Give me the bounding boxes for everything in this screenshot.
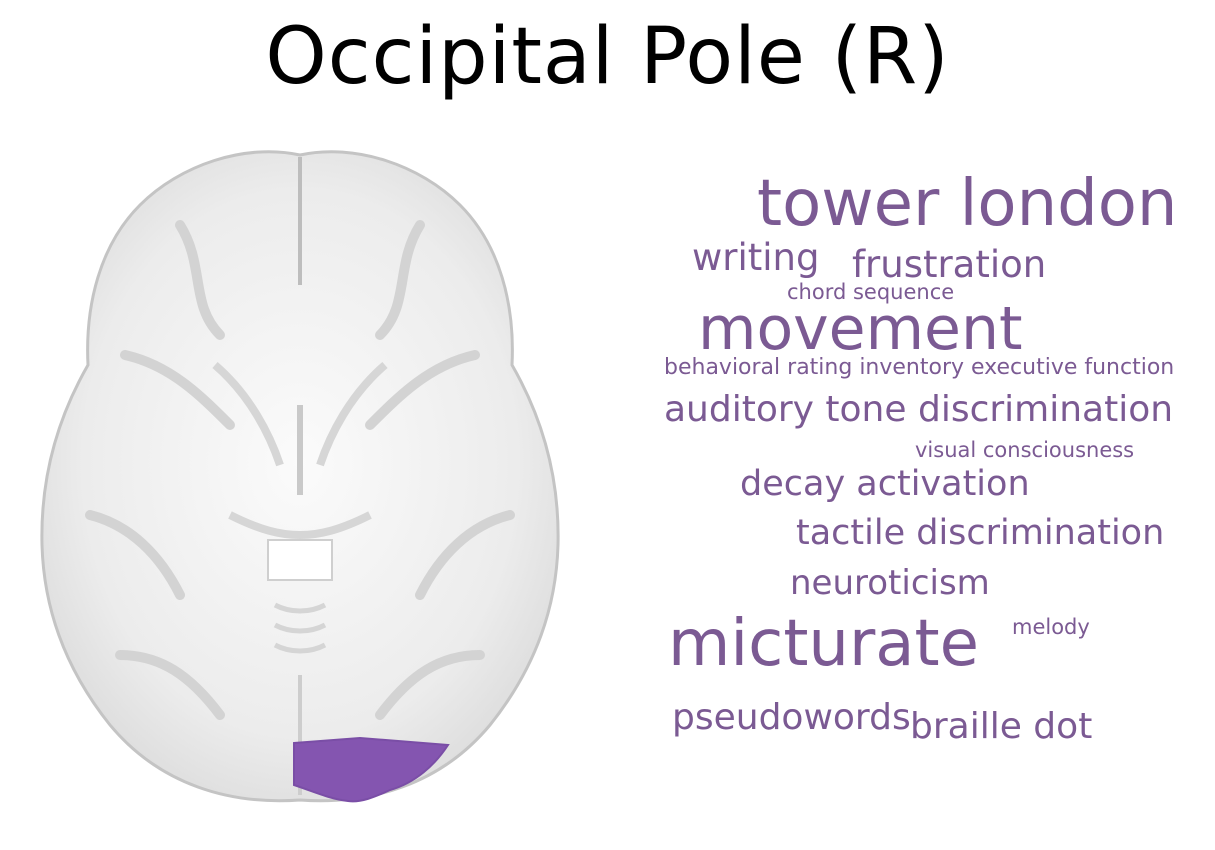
word-cloud-term: visual consciousness (915, 438, 1135, 462)
word-cloud-term: movement (698, 294, 1023, 364)
word-cloud-term: melody (1012, 615, 1090, 639)
word-cloud-term: decay activation (740, 464, 1030, 504)
word-cloud-term: chord sequence (787, 280, 955, 304)
word-cloud-term: neuroticism (790, 563, 990, 603)
word-cloud-term: frustration (852, 243, 1047, 286)
word-cloud-term: micturate (668, 607, 979, 681)
word-cloud-term: pseudowords (672, 697, 911, 738)
figure-title: Occipital Pole (R) (265, 12, 950, 102)
ventricle (267, 539, 333, 581)
word-cloud-term: auditory tone discrimination (664, 389, 1174, 430)
occipital-pole-right-highlight (293, 736, 450, 803)
word-cloud-term: braille dot (910, 706, 1093, 747)
brain-axial-slice (40, 150, 560, 803)
word-cloud-term: tactile discrimination (796, 513, 1165, 553)
word-cloud-term: behavioral rating inventory executive fu… (664, 355, 1175, 380)
word-cloud-term: tower london (757, 167, 1178, 241)
word-cloud-term: writing (692, 236, 820, 279)
